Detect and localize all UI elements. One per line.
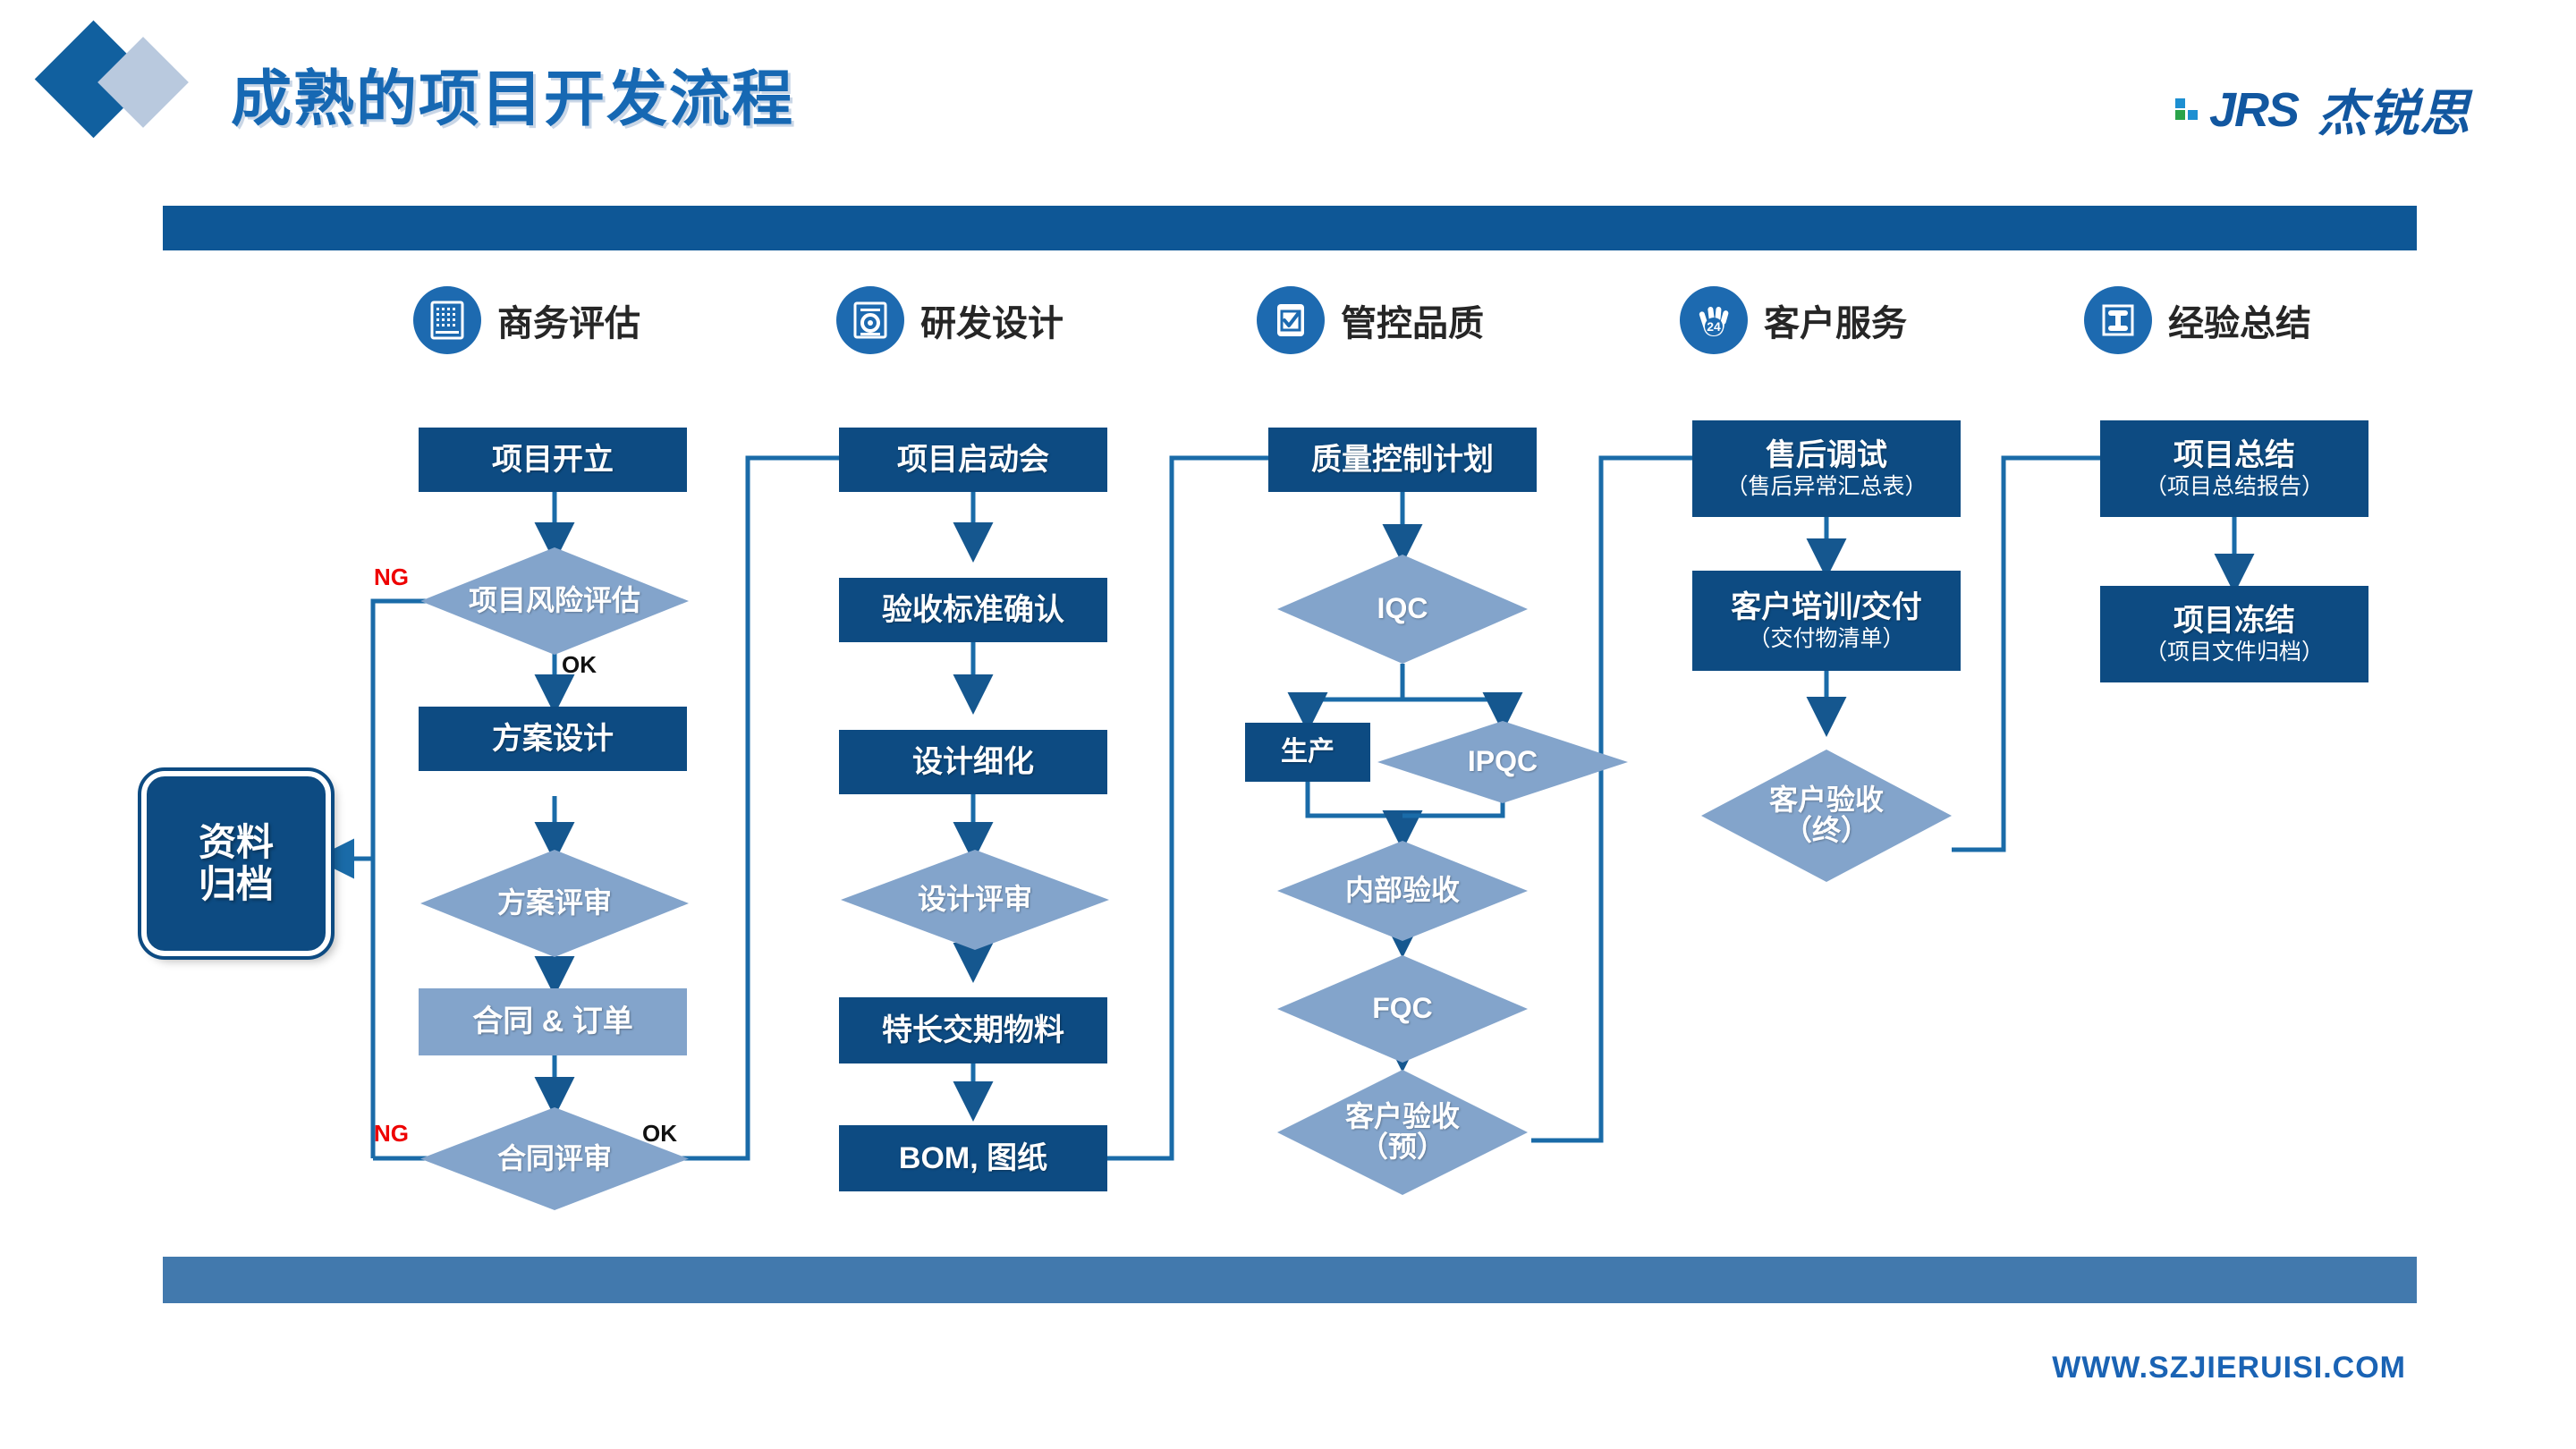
- node-label: 设计评审: [917, 883, 1032, 916]
- svg-text:24: 24: [1707, 319, 1721, 334]
- node-label: 设计细化: [912, 744, 1034, 779]
- category-label: 研发设计: [920, 304, 1063, 343]
- website-url: WWW.SZJIERUISI.COM: [2052, 1351, 2406, 1385]
- edge-label-ng-contract: NG: [374, 1120, 409, 1147]
- node-label: 合同 & 订单: [472, 1004, 633, 1039]
- node-label: 项目启动会: [897, 442, 1049, 477]
- node-long-lead-material[interactable]: 特长交期物料: [839, 997, 1107, 1063]
- node-customer-acceptance-pre[interactable]: 客户验收 （预）: [1277, 1070, 1528, 1195]
- category-header-service: 24 客户服务: [1680, 286, 1907, 354]
- edge-label-ng-risk: NG: [374, 564, 409, 590]
- edge-label-ok-contract: OK: [642, 1120, 677, 1147]
- node-label-sub: （交付物清单）: [1748, 625, 1905, 651]
- category-label: 管控品质: [1341, 304, 1484, 343]
- node-label-sub: （终）: [1783, 814, 1869, 846]
- checklist-icon: [1257, 286, 1325, 354]
- logo-chinese-text: 杰锐思: [2318, 85, 2470, 141]
- node-label: 方案设计: [492, 721, 614, 756]
- node-label-sub: （预）: [1359, 1131, 1445, 1163]
- node-label-main: 客户培训/交付: [1731, 589, 1922, 624]
- node-label: BOM, 图纸: [898, 1140, 1048, 1175]
- node-bom-drawing[interactable]: BOM, 图纸: [839, 1125, 1107, 1191]
- page-title: 成熟的项目开发流程: [231, 65, 795, 133]
- gear-document-icon: [836, 286, 904, 354]
- node-label: 内部验收: [1344, 874, 1460, 907]
- node-contract-order[interactable]: 合同 & 订单: [419, 988, 687, 1055]
- node-after-sales-debug[interactable]: 售后调试 （售后异常汇总表）: [1692, 420, 1961, 517]
- node-solution-design[interactable]: 方案设计: [419, 707, 687, 771]
- category-header-business: 商务评估: [413, 286, 640, 354]
- node-customer-training-delivery[interactable]: 客户培训/交付 （交付物清单）: [1692, 571, 1961, 671]
- archive-line-1: 资料: [198, 821, 274, 864]
- node-contract-review[interactable]: 合同评审: [420, 1107, 689, 1210]
- node-label: 特长交期物料: [882, 1013, 1064, 1047]
- company-logo: JRS 杰锐思: [2174, 73, 2470, 146]
- node-label: 生产: [1281, 737, 1335, 767]
- node-label: 合同评审: [496, 1141, 612, 1174]
- node-fqc[interactable]: FQC: [1277, 955, 1528, 1063]
- category-header-rnd: 研发设计: [836, 286, 1063, 354]
- node-label: 方案评审: [496, 886, 612, 919]
- node-label-main: 项目总结: [2174, 437, 2295, 472]
- node-label: 客户验收 （终）: [1769, 785, 1884, 845]
- node-label: 验收标准确认: [882, 592, 1064, 627]
- node-design-review[interactable]: 设计评审: [841, 850, 1109, 950]
- category-header-quality: 管控品质: [1257, 286, 1484, 354]
- node-internal-acceptance[interactable]: 内部验收: [1277, 841, 1528, 941]
- node-label: 客户验收 （预）: [1345, 1102, 1460, 1162]
- diamond-logo-mark: [34, 20, 213, 154]
- node-label: IPQC: [1467, 745, 1538, 778]
- node-label-sub: （项目文件归档）: [2144, 639, 2324, 665]
- node-label-main: 客户验收: [1768, 784, 1884, 817]
- category-label: 客户服务: [1764, 304, 1907, 343]
- logo-pixel-marks: [2174, 97, 2199, 122]
- node-label: 项目风险评估: [468, 584, 640, 617]
- node-project-risk-assessment[interactable]: 项目风险评估: [420, 547, 689, 655]
- node-archive-documents[interactable]: 资料 归档: [138, 767, 335, 960]
- category-header-summary: 经验总结: [2084, 286, 2311, 354]
- node-label-sub: （售后异常汇总表）: [1725, 473, 1928, 499]
- book-icon: [413, 286, 481, 354]
- node-quality-control-plan[interactable]: 质量控制计划: [1268, 428, 1537, 492]
- node-label-sub: （项目总结报告）: [2144, 473, 2324, 499]
- node-ipqc[interactable]: IPQC: [1377, 721, 1628, 803]
- archive-line-2: 归档: [198, 862, 274, 905]
- node-label-main: 客户验收: [1344, 1100, 1460, 1133]
- node-label: FQC: [1372, 992, 1433, 1025]
- node-kickoff-meeting[interactable]: 项目启动会: [839, 428, 1107, 492]
- node-label: IQC: [1377, 592, 1428, 625]
- node-production[interactable]: 生产: [1245, 723, 1370, 782]
- node-project-freeze[interactable]: 项目冻结 （项目文件归档）: [2100, 586, 2368, 682]
- node-acceptance-standard[interactable]: 验收标准确认: [839, 578, 1107, 642]
- node-project-summary[interactable]: 项目总结 （项目总结报告）: [2100, 420, 2368, 517]
- logo-jrs-text: JRS: [2208, 82, 2300, 137]
- hand-24-icon: 24: [1680, 286, 1748, 354]
- node-label: 项目开立: [492, 442, 614, 477]
- node-label: 资料 归档: [199, 822, 274, 904]
- node-label-main: 售后调试: [1766, 437, 1887, 472]
- node-solution-review[interactable]: 方案评审: [420, 850, 689, 957]
- edge-label-ok-risk: OK: [562, 651, 597, 678]
- category-label: 经验总结: [2168, 304, 2311, 343]
- node-project-open[interactable]: 项目开立: [419, 428, 687, 492]
- node-label-main: 项目冻结: [2174, 603, 2295, 638]
- node-label: 质量控制计划: [1311, 442, 1494, 477]
- node-customer-acceptance-final[interactable]: 客户验收 （终）: [1701, 750, 1952, 882]
- category-label: 商务评估: [497, 304, 640, 343]
- top-accent-bar: [163, 206, 2417, 250]
- t-beam-icon: [2084, 286, 2152, 354]
- node-design-detail[interactable]: 设计细化: [839, 730, 1107, 794]
- bottom-accent-bar: [163, 1257, 2417, 1303]
- node-iqc[interactable]: IQC: [1277, 555, 1528, 664]
